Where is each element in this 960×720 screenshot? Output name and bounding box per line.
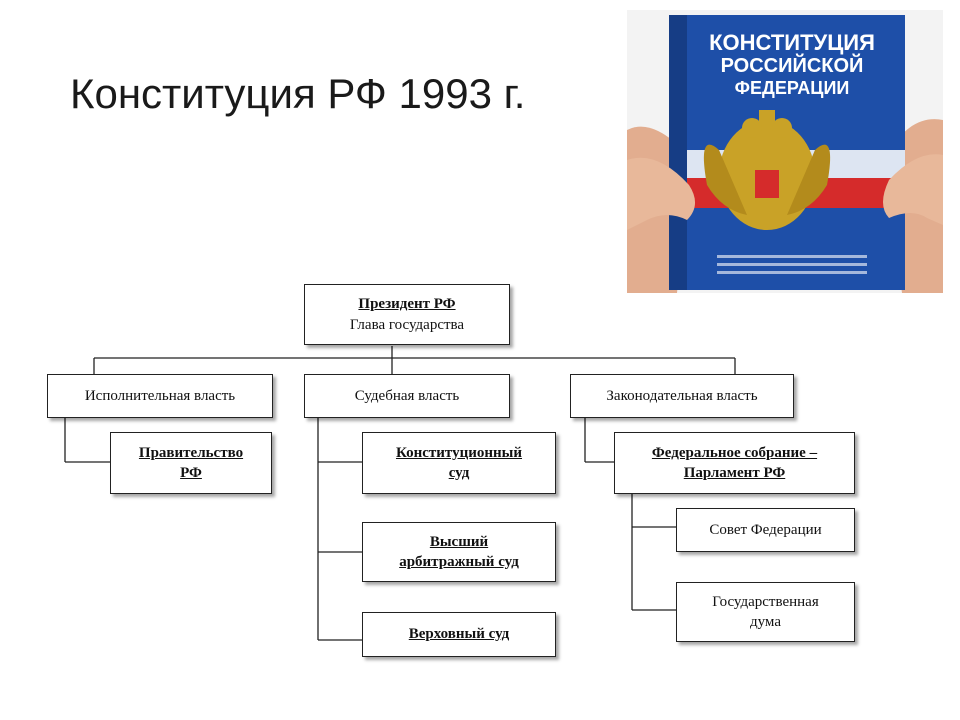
government-line1: Правительство	[138, 444, 244, 461]
federal-assembly-line1: Федеральное собрание –	[651, 444, 818, 461]
federal-assembly-line2: Парламент РФ	[683, 465, 786, 481]
arbitration-court-box: Высший арбитражный суд	[362, 522, 556, 582]
president-name: Президент РФ	[358, 296, 456, 313]
government-line2: РФ	[180, 465, 202, 481]
constitutional-court-box: Конституционный суд	[362, 432, 556, 494]
book-title-line1: КОНСТИТУЦИЯ	[709, 30, 875, 55]
state-duma-box: Государственная дума	[676, 582, 855, 642]
judicial-power-label: Судебная власть	[354, 387, 460, 404]
supreme-court-label: Верховный суд	[408, 626, 510, 643]
executive-power-box: Исполнительная власть	[47, 374, 273, 418]
judicial-power-box: Судебная власть	[304, 374, 510, 418]
coat-of-arms-icon	[703, 110, 831, 230]
arbitration-court-line1: Высший	[429, 533, 489, 550]
constitution-book-image: КОНСТИТУЦИЯ РОССИЙСКОЙ ФЕДЕРАЦИИ	[627, 10, 943, 293]
president-role: Глава государства	[349, 316, 465, 333]
legislative-power-label: Законодательная власть	[606, 387, 758, 404]
arbitration-court-line2: арбитражный суд	[399, 554, 519, 570]
executive-power-label: Исполнительная власть	[84, 387, 236, 404]
president-box: Президент РФ Глава государства	[304, 284, 510, 345]
constitutional-court-line1: Конституционный	[395, 444, 523, 461]
legislative-power-box: Законодательная власть	[570, 374, 794, 418]
federal-assembly-box: Федеральное собрание – Парламент РФ	[614, 432, 855, 494]
federation-council-label: Совет Федерации	[709, 521, 822, 538]
book-title-line3: ФЕДЕРАЦИИ	[735, 78, 850, 98]
supreme-court-box: Верховный суд	[362, 612, 556, 657]
book-title-line2: РОССИЙСКОЙ	[721, 53, 864, 77]
constitutional-court-line2: суд	[448, 465, 470, 481]
state-duma-line1: Государственная	[712, 593, 819, 610]
state-duma-line2: дума	[750, 614, 781, 630]
slide-title: Конституция РФ 1993 г.	[70, 70, 526, 117]
federation-council-box: Совет Федерации	[676, 508, 855, 552]
government-box: Правительство РФ	[110, 432, 272, 494]
